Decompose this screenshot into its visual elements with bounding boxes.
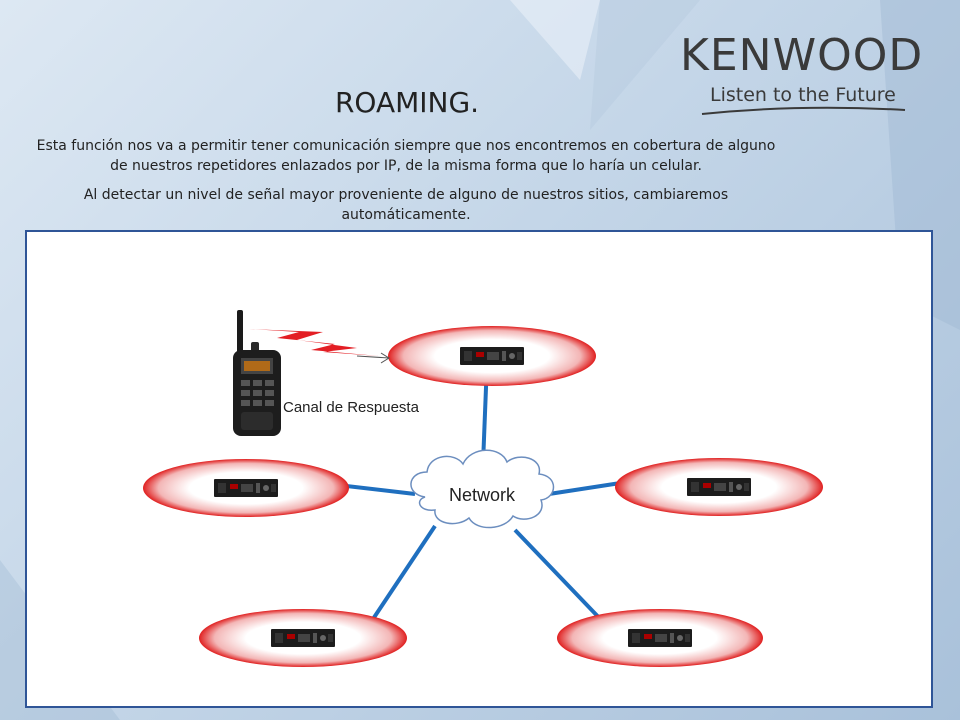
roaming-diagram: Network Canal de Respuesta (143, 310, 823, 667)
network-label: Network (449, 485, 516, 505)
kenwood-logo: KENWOOD Listen to the Future (680, 30, 930, 115)
repeater-top (388, 326, 596, 386)
logo-wordmark: KENWOOD (680, 30, 924, 81)
description-paragraph-2: Al detectar un nivel de señal mayor prov… (83, 187, 729, 223)
logo-swoosh-icon (701, 106, 906, 115)
logo-tagline: Listen to the Future (710, 84, 896, 106)
repeater-bottom-right (557, 609, 763, 667)
repeater-left (143, 459, 349, 517)
network-cloud-icon (410, 449, 555, 529)
description-paragraph-1: Esta función nos va a permitir tener com… (36, 138, 776, 174)
lightning-icon (249, 329, 390, 364)
repeater-bottom-left (199, 609, 407, 667)
radio-icon (233, 310, 281, 436)
repeater-right (615, 458, 823, 516)
page-title: ROAMING. (334, 86, 480, 119)
network-diagram-panel: Network Canal de Respuesta (25, 230, 933, 708)
channel-label: Canal de Respuesta (283, 399, 420, 416)
